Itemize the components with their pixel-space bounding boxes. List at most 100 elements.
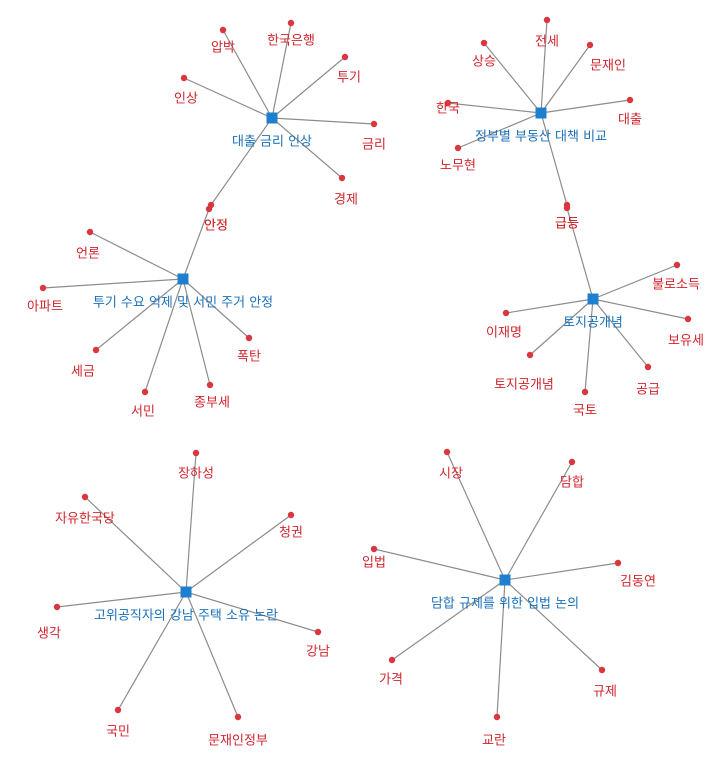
edge xyxy=(182,278,211,386)
keyword-node[interactable] xyxy=(39,284,47,292)
keyword-node[interactable] xyxy=(614,559,622,567)
keyword-label: 폭탄 xyxy=(237,350,261,365)
keyword-node[interactable] xyxy=(314,628,322,636)
keyword-label: 급등 xyxy=(555,217,579,232)
topic-label: 정부별 부동산 대책 비교 xyxy=(475,130,607,145)
edge xyxy=(222,29,273,119)
keyword-label: 언론 xyxy=(76,247,100,262)
keyword-node[interactable] xyxy=(287,19,295,27)
keyword-node[interactable] xyxy=(370,545,378,553)
edge xyxy=(592,298,649,368)
keyword-label: 노무현 xyxy=(440,159,476,174)
keyword-node[interactable] xyxy=(563,204,571,212)
topic-hub-node[interactable] xyxy=(535,107,547,119)
keyword-node[interactable] xyxy=(444,99,452,107)
keyword-label: 세금 xyxy=(71,365,95,380)
edge xyxy=(540,19,548,114)
keyword-node[interactable] xyxy=(338,174,346,182)
topic-hub-node[interactable] xyxy=(587,293,599,305)
keyword-node[interactable] xyxy=(626,96,634,104)
keyword-node[interactable] xyxy=(568,458,576,466)
keyword-node[interactable] xyxy=(443,448,451,456)
edge xyxy=(540,44,591,114)
keyword-node[interactable] xyxy=(684,315,692,323)
keyword-label: 전세 xyxy=(535,35,559,50)
keyword-label: 청권 xyxy=(279,526,303,541)
topic-label: 투기 수요 억제 및 서민 주거 안정 xyxy=(93,296,273,311)
keyword-node[interactable] xyxy=(502,309,510,317)
keyword-node[interactable] xyxy=(192,449,200,457)
edge xyxy=(89,231,184,280)
topic-hub-node[interactable] xyxy=(180,586,192,598)
edge xyxy=(529,298,594,356)
keyword-node[interactable] xyxy=(581,388,589,396)
keyword-label: 국토 xyxy=(573,404,597,419)
keyword-label: 김동연 xyxy=(620,575,656,590)
keyword-node[interactable] xyxy=(219,26,227,34)
keyword-node[interactable] xyxy=(493,713,501,721)
keyword-label: 공급 xyxy=(636,383,660,398)
keyword-node[interactable] xyxy=(480,39,488,47)
edge xyxy=(185,452,197,593)
keyword-label: 자유한국당 xyxy=(55,512,115,527)
edges-layer xyxy=(42,19,689,718)
edge xyxy=(42,278,184,289)
keyword-node[interactable] xyxy=(543,16,551,24)
edge xyxy=(446,451,506,581)
keyword-label: 압박 xyxy=(211,41,235,56)
keyword-node[interactable] xyxy=(206,381,214,389)
topic-hub-node[interactable] xyxy=(499,574,511,586)
edge xyxy=(457,112,542,149)
keyword-node[interactable] xyxy=(234,713,242,721)
topic-hub-node[interactable] xyxy=(177,273,189,285)
keyword-node[interactable] xyxy=(370,120,378,128)
keyword-node[interactable] xyxy=(598,666,606,674)
keyword-node[interactable] xyxy=(114,706,122,714)
keyword-node[interactable] xyxy=(586,41,594,49)
keyword-label: 입법 xyxy=(362,556,386,571)
edge xyxy=(592,264,678,300)
keyword-node[interactable] xyxy=(141,388,149,396)
keyword-node[interactable] xyxy=(644,363,652,371)
edge xyxy=(95,278,184,351)
keyword-label: 서민 xyxy=(131,405,155,420)
edge xyxy=(504,461,573,581)
keyword-node[interactable] xyxy=(205,205,213,213)
keyword-node[interactable] xyxy=(454,144,462,152)
keyword-label: 인상 xyxy=(174,92,198,107)
keyword-node[interactable] xyxy=(287,511,295,519)
keyword-node[interactable] xyxy=(86,228,94,236)
keyword-label: 한국 xyxy=(436,102,460,117)
keyword-node[interactable] xyxy=(81,493,89,501)
keyword-label: 국민 xyxy=(106,725,130,740)
edge xyxy=(210,117,273,206)
keyword-label: 토지공개념 xyxy=(494,378,554,393)
keyword-node[interactable] xyxy=(673,261,681,269)
edge xyxy=(271,117,375,125)
keyword-node[interactable] xyxy=(526,351,534,359)
edge xyxy=(504,579,603,671)
edge xyxy=(540,112,568,206)
keyword-label: 금리 xyxy=(362,138,386,153)
keyword-label: 강남 xyxy=(306,645,330,660)
edge xyxy=(182,208,210,280)
keyword-label: 한국은행 xyxy=(267,33,315,49)
topic-hub-node[interactable] xyxy=(266,112,278,124)
keyword-label: 교란 xyxy=(482,734,506,749)
edge xyxy=(540,99,631,114)
keyword-node[interactable] xyxy=(180,74,188,82)
edge xyxy=(144,278,184,393)
edge xyxy=(483,42,542,114)
keyword-label: 시장 xyxy=(439,467,463,482)
keyword-node[interactable] xyxy=(53,603,61,611)
topic-label: 토지공개념 xyxy=(563,316,623,331)
nodes-layer xyxy=(39,16,692,721)
keyword-label: 종부세 xyxy=(194,396,230,411)
keyword-node[interactable] xyxy=(92,346,100,354)
keyword-node[interactable] xyxy=(388,656,396,664)
keyword-label: 문재인 xyxy=(590,59,626,74)
keyword-node[interactable] xyxy=(341,53,349,61)
edge xyxy=(584,298,594,393)
keyword-node[interactable] xyxy=(245,334,253,342)
